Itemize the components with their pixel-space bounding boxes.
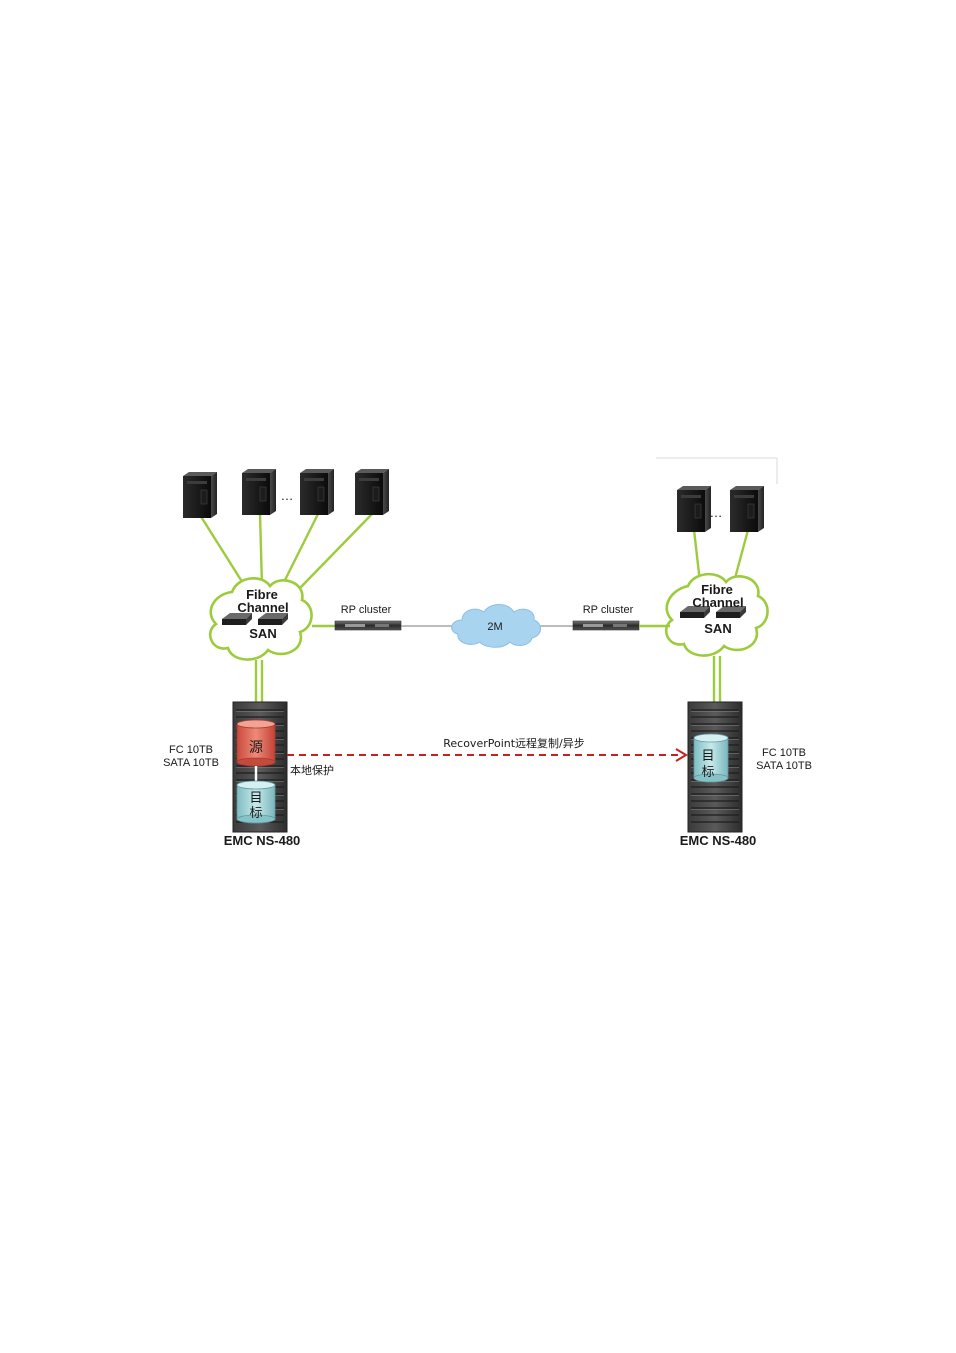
right-rp-label: RP cluster (583, 604, 634, 616)
left-san-line2: Channel (237, 600, 288, 615)
right-target-label-line1: 目 (701, 749, 714, 764)
source-volume-label: 源 (249, 740, 263, 756)
right-san-line1: Fibre (701, 582, 733, 597)
left-rp-cluster-icon (334, 620, 402, 631)
right-server-2-icon (729, 485, 765, 533)
right-san-storage-link (712, 656, 722, 702)
left-server-2-icon (241, 468, 277, 516)
left-target-label-line1: 目 (249, 791, 262, 806)
right-capacity-sata: SATA 10TB (756, 760, 812, 772)
left-target-volume: 目 标 (236, 780, 276, 824)
replication-arrow: RecoverPoint远程复制/异步 (287, 736, 688, 762)
left-rp-label: RP cluster (341, 604, 392, 616)
left-servers-ellipsis: … (281, 488, 294, 503)
left-capacity-fc: FC 10TB (169, 744, 213, 756)
left-site: … Fibre Channel SAN RP cluster (163, 468, 402, 848)
right-rp-cluster-icon (572, 620, 640, 631)
replication-label: RecoverPoint远程复制/异步 (443, 736, 585, 750)
wan-label: 2M (487, 621, 502, 633)
right-storage-model: EMC NS-480 (680, 833, 757, 848)
wan: 2M (401, 604, 573, 648)
local-protect-label: 本地保护 (290, 763, 334, 777)
source-volume: 源 (236, 719, 276, 767)
right-server-1-icon (676, 485, 712, 533)
right-san-line2: Channel (692, 595, 743, 610)
right-san-line3: SAN (704, 621, 731, 636)
wan-cloud-icon (451, 604, 541, 648)
corner-frame (656, 457, 778, 484)
left-server-3-icon (299, 468, 335, 516)
left-san-line3: SAN (249, 626, 276, 641)
right-servers-ellipsis: … (710, 505, 723, 520)
left-server-4-icon (354, 468, 390, 516)
left-server-links (198, 513, 373, 589)
left-storage-array: 源 目 标 (232, 701, 288, 833)
left-capacity-sata: SATA 10TB (163, 757, 219, 769)
right-storage-array: 目 标 (687, 701, 743, 833)
left-san-storage-link (254, 660, 264, 702)
right-target-label-line2: 标 (701, 765, 714, 780)
right-site: … Fibre Channel SAN RP cluster 目 标 (572, 457, 812, 848)
left-storage-model: EMC NS-480 (224, 833, 301, 848)
left-target-label-line2: 标 (249, 806, 262, 821)
right-target-volume: 目 标 (693, 733, 729, 783)
left-san-line1: Fibre (246, 587, 278, 602)
left-san-cloud: Fibre Channel SAN (209, 577, 313, 661)
right-server-links (692, 529, 750, 583)
right-san-cloud: Fibre Channel SAN (665, 572, 769, 657)
right-capacity-fc: FC 10TB (762, 747, 806, 759)
left-server-1-icon (182, 471, 218, 519)
